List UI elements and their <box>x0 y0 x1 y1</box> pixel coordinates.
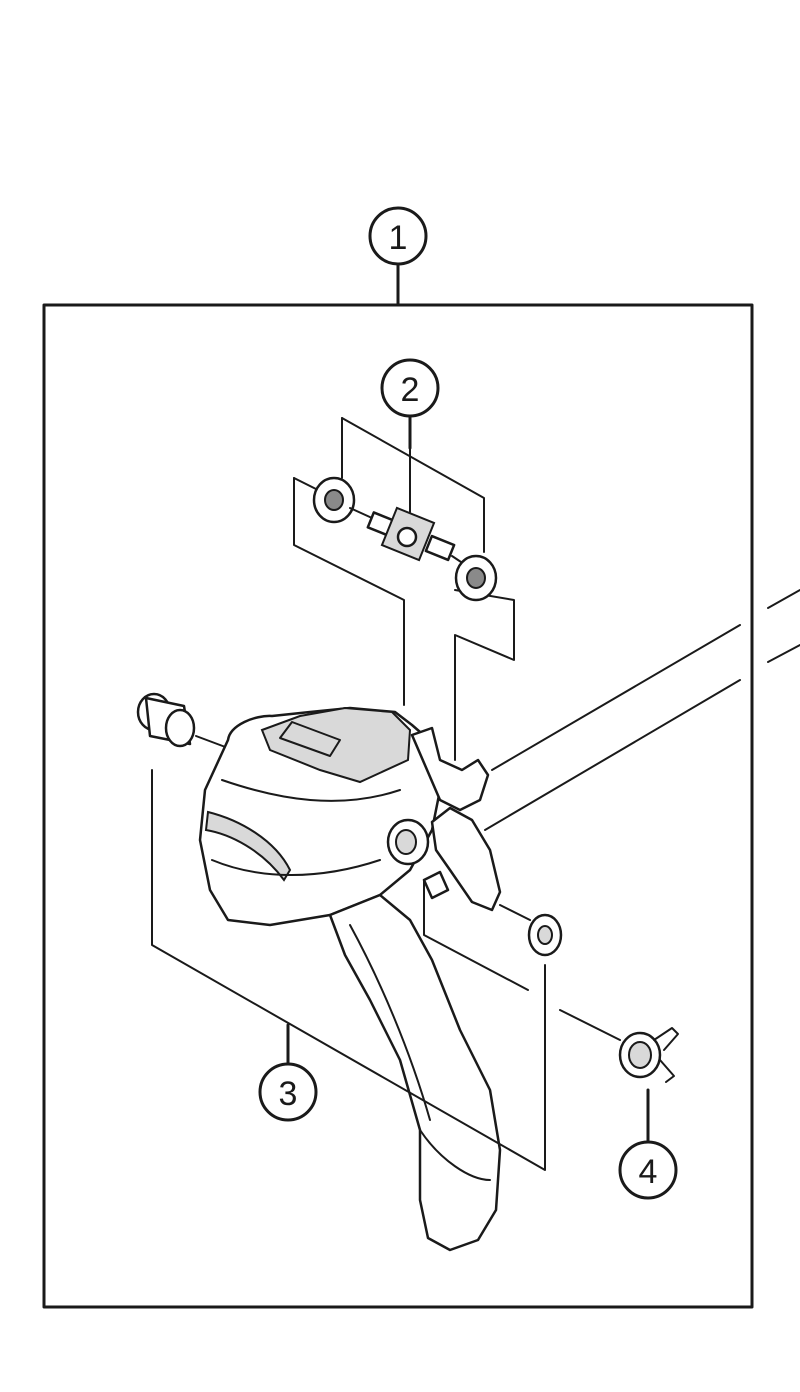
callout-2-bracket <box>293 412 515 761</box>
callout-3-bracket <box>151 769 546 1171</box>
callout-3[interactable]: 3 <box>258 1062 318 1122</box>
lever-body <box>198 706 502 1252</box>
callout-2-label: 2 <box>401 371 420 409</box>
assembly-frame <box>42 258 754 1309</box>
right-washer <box>499 904 563 957</box>
callout-4-label: 4 <box>639 1153 658 1191</box>
callout-3-label: 3 <box>279 1075 298 1113</box>
callout-1[interactable]: 1 <box>368 206 428 266</box>
return-spring <box>559 1009 679 1144</box>
callout-2[interactable]: 2 <box>380 358 440 418</box>
left-bushing <box>136 692 229 749</box>
pivot-pin-assembly <box>312 476 498 602</box>
handlebar-guide <box>484 589 800 831</box>
callout-4[interactable]: 4 <box>618 1140 678 1200</box>
callout-1-label: 1 <box>389 219 408 257</box>
